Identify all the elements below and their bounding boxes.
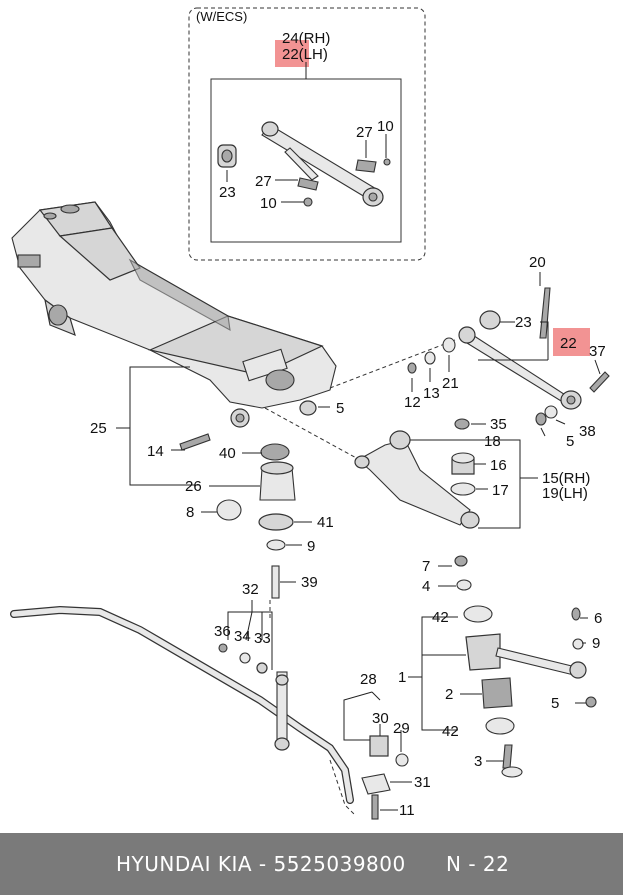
callout-21: 21 [442, 375, 459, 392]
callout-1: 1 [398, 669, 406, 686]
callout-5a: 5 [566, 433, 574, 450]
callout-23a: 23 [219, 184, 236, 201]
callout-9a: 9 [307, 538, 315, 555]
callout-3: 3 [474, 753, 482, 770]
ecs-inset-label: (W/ECS) [196, 9, 247, 24]
callout-4: 4 [422, 578, 430, 595]
callout-28: 28 [360, 671, 377, 688]
callout-5b: 5 [336, 400, 344, 417]
callout-5c: 5 [551, 695, 559, 712]
highlight-box-main [553, 328, 590, 356]
callout-16: 16 [490, 457, 507, 474]
callout-13: 13 [423, 385, 440, 402]
callout-9b: 9 [592, 635, 600, 652]
footer-bar: HYUNDAI KIA - 5525039800 N - 22 [0, 833, 623, 895]
callout-35: 35 [490, 416, 507, 433]
callout-41: 41 [317, 514, 334, 531]
callout-25: 25 [90, 420, 107, 437]
callout-11: 11 [399, 802, 415, 819]
callout-31: 31 [414, 774, 431, 791]
upper-arm-inset-drawing [217, 121, 391, 207]
callout-40: 40 [219, 445, 236, 462]
callout-2: 2 [445, 686, 453, 703]
callout-10b: 10 [260, 195, 277, 212]
exploded-parts-diagram: (W/ECS) 24(RH) 22(LH) 27 10 23 27 10 [10, 7, 610, 820]
ecs-inset: (W/ECS) 24(RH) 22(LH) 27 10 23 27 10 [188, 7, 426, 261]
callout-22lh-inset: 22(LH) [282, 46, 328, 63]
callout-30: 30 [372, 710, 389, 727]
callout-10a: 10 [377, 118, 394, 135]
callout-14: 14 [147, 443, 164, 460]
callout-36: 36 [214, 623, 231, 640]
callout-22: 22 [560, 335, 577, 352]
subframe-mount-parts [179, 400, 317, 599]
callout-6: 6 [594, 610, 602, 627]
callout-33: 33 [254, 630, 271, 647]
subframe-drawing [11, 201, 337, 428]
callout-20: 20 [529, 254, 546, 271]
ecs-inset-border [188, 7, 426, 261]
callout-29: 29 [393, 720, 410, 737]
highlight-box-inset [275, 40, 309, 67]
callout-38: 38 [579, 423, 596, 440]
callout-39: 39 [301, 574, 318, 591]
callout-24rh: 24(RH) [282, 30, 330, 47]
callout-32: 32 [242, 581, 259, 598]
callout-27b: 27 [255, 173, 272, 190]
callout-34: 34 [234, 628, 251, 645]
footer-page-number: N - 22 [446, 852, 510, 876]
callout-26: 26 [185, 478, 202, 495]
stabilizer-bar-drawing [10, 605, 409, 820]
lateral-link-drawing [454, 555, 597, 778]
leader-lines [116, 272, 601, 811]
callout-17: 17 [492, 482, 509, 499]
callout-19lh: 19(LH) [542, 485, 588, 502]
footer-brand-part-number: HYUNDAI KIA - 5525039800 [116, 852, 406, 876]
callout-8: 8 [186, 504, 194, 521]
callout-15rh: 15(RH) [542, 470, 590, 487]
upper-arm-drawing [407, 287, 610, 426]
lower-arm-drawing [354, 418, 480, 529]
callout-7: 7 [422, 558, 430, 575]
callout-18: 18 [484, 433, 501, 450]
callout-42b: 42 [442, 723, 459, 740]
callout-12: 12 [404, 394, 421, 411]
callout-23: 23 [515, 314, 532, 331]
callout-37: 37 [589, 343, 606, 360]
callout-42a: 42 [432, 609, 449, 626]
callout-27a: 27 [356, 124, 373, 141]
